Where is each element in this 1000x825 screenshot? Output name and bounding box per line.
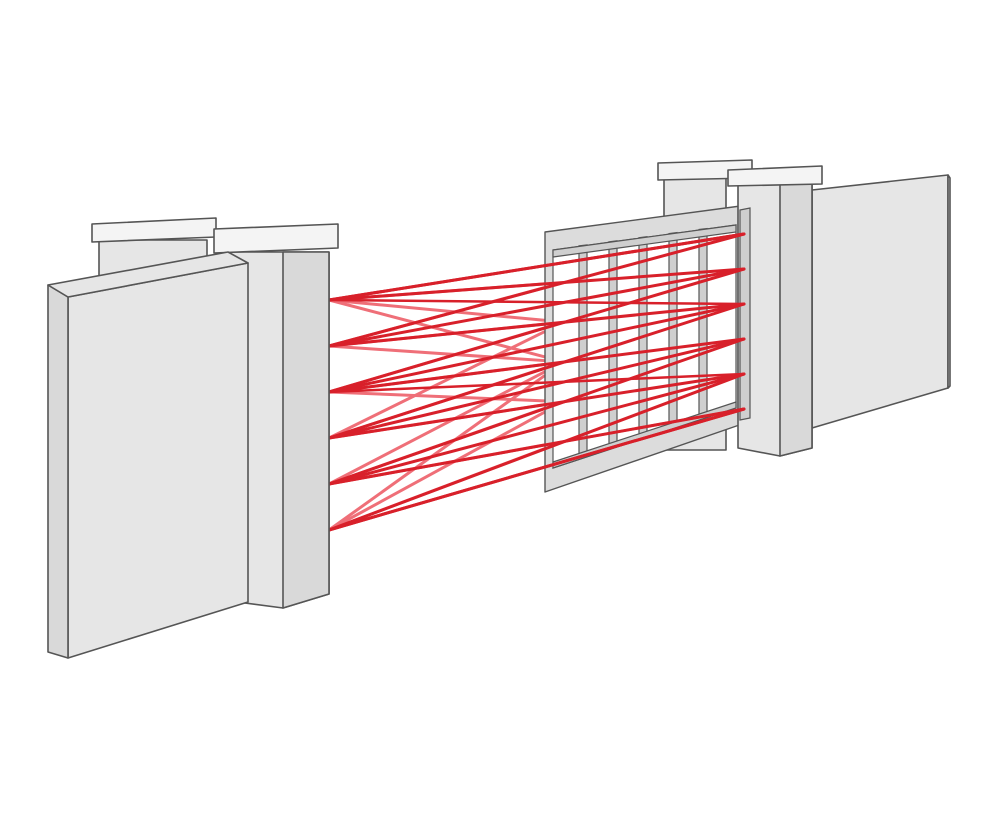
beams-front-group — [327, 232, 746, 532]
beam-front — [327, 298, 746, 306]
right-front-pillar — [727, 165, 823, 457]
beam-front — [327, 372, 746, 486]
beams-back-group — [327, 282, 546, 532]
beam-back — [327, 410, 546, 532]
beam-back — [327, 344, 546, 363]
beam-back — [327, 374, 546, 532]
beam-back — [327, 298, 546, 359]
receiver-strip — [739, 207, 751, 421]
right-wall — [811, 174, 951, 429]
beam-back — [327, 298, 546, 322]
beam-back — [327, 390, 546, 403]
beam-back — [327, 370, 546, 486]
beam-front — [327, 267, 746, 394]
beam-front — [327, 232, 746, 348]
left-wall — [47, 251, 249, 659]
beam-front — [327, 302, 746, 348]
beam-front — [327, 407, 746, 486]
beam-front — [327, 372, 746, 440]
beam-front — [327, 267, 746, 302]
beam-front — [327, 302, 746, 394]
beam-front — [327, 337, 746, 486]
beam-front — [327, 337, 746, 394]
beam-front — [327, 302, 746, 440]
beam-front — [327, 267, 746, 348]
beam-front — [327, 232, 746, 302]
beam-front — [327, 372, 746, 394]
beam-front — [327, 372, 746, 532]
beam-front — [327, 337, 746, 440]
beam-back — [327, 330, 546, 440]
beam-front — [327, 407, 746, 532]
